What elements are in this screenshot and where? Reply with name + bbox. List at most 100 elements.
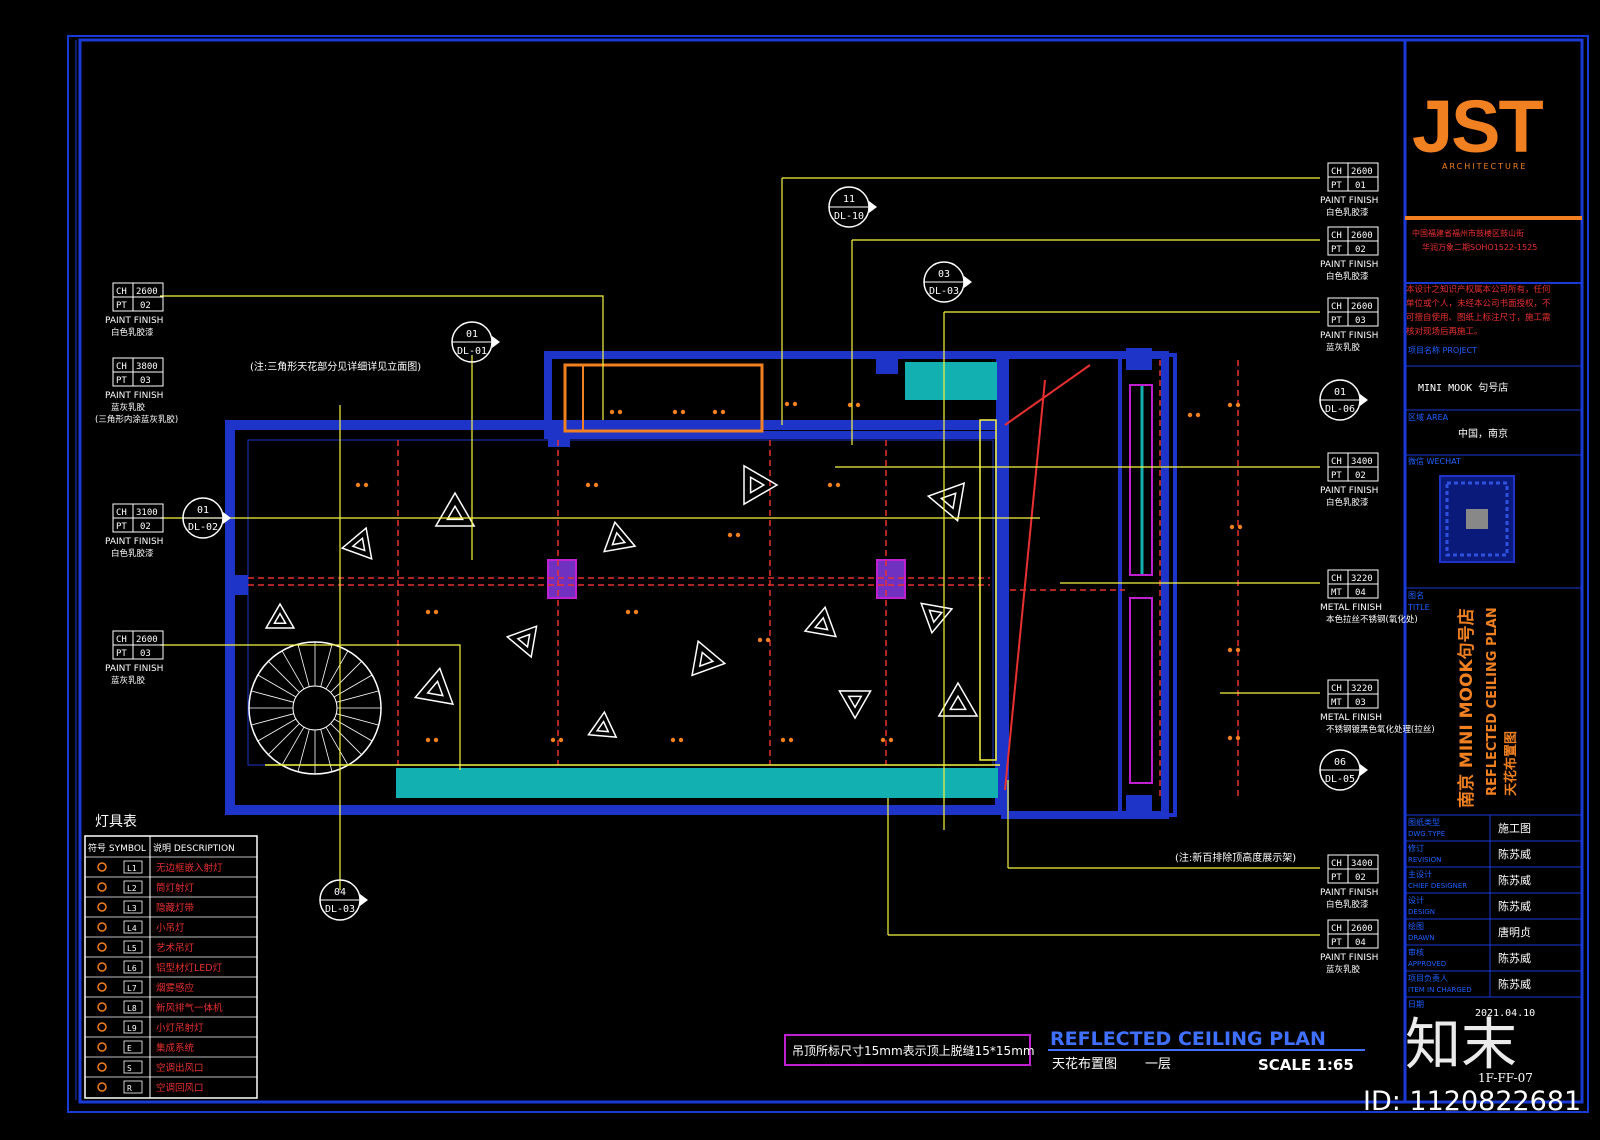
tag-num: 03 — [1355, 698, 1366, 708]
tag-num: 02 — [140, 522, 151, 532]
tag-ch-label: CH — [1331, 167, 1342, 177]
tag-code: PT — [116, 301, 127, 311]
tb-row-label-en: DWG.TYPE — [1408, 830, 1445, 838]
legend-desc: 隐藏灯带 — [156, 902, 195, 914]
tag-ch-value: 2600 — [136, 287, 158, 297]
legend-desc: 空调出风口 — [156, 1062, 204, 1074]
tag-desc: 蓝灰乳胶 — [1326, 964, 1361, 975]
title-value-cn: 南京 MINI MOOK句号店 — [1456, 608, 1477, 808]
triangle-ceiling-features — [264, 464, 979, 739]
tag-finish: PAINT FINISH — [105, 316, 163, 326]
tag-num: 04 — [1355, 588, 1366, 598]
note-box — [784, 1034, 1031, 1066]
legend-desc: 烟雾感应 — [156, 982, 195, 994]
tb-row-value: 陈苏威 — [1498, 873, 1531, 887]
tag-code: PT — [116, 522, 127, 532]
company-logo: JST — [1412, 85, 1544, 168]
legend-row-0: L1 无边框嵌入射灯 — [97, 860, 223, 874]
sheet-border-inner — [78, 38, 1584, 1104]
tag-finish: METAL FINISH — [1320, 603, 1382, 613]
tag-desc: 白色乳胶漆 — [1326, 497, 1369, 508]
tag-desc: 不锈钢镀黑色氧化处理(拉丝) — [1326, 724, 1435, 735]
tag-finish: PAINT FINISH — [1320, 888, 1378, 898]
tag-finish: PAINT FINISH — [105, 664, 163, 674]
tb-row-value: 施工图 — [1498, 822, 1531, 835]
tag-num: 03 — [1355, 316, 1366, 326]
legend-desc: 空调回风口 — [156, 1082, 204, 1094]
tb-row-label: 设计 — [1408, 895, 1424, 905]
legend-code: L5 — [127, 944, 137, 953]
tag-finish: PAINT FINISH — [1320, 331, 1378, 341]
area-label: 区域 AREA — [1408, 412, 1449, 422]
tag-ch-label: CH — [116, 287, 127, 297]
legend-desc: 无边框嵌入射灯 — [156, 862, 223, 874]
tag-ch-value: 3220 — [1351, 684, 1373, 694]
tb-row-label: 项目负责人 — [1408, 973, 1448, 983]
tag-finish: PAINT FINISH — [1320, 953, 1378, 963]
area-value: 中国，南京 — [1458, 427, 1508, 440]
tag-ch-value: 3400 — [1351, 859, 1373, 869]
tag-ch-value: 2600 — [1351, 231, 1373, 241]
tb-row-value: 陈苏威 — [1498, 951, 1531, 965]
tag-code: MT — [1331, 588, 1342, 598]
tag-desc: 白色乳胶漆 — [1326, 207, 1369, 218]
legend-code: L7 — [127, 984, 137, 993]
title-label: 图名 — [1408, 590, 1424, 600]
address-2: 华润万象二期SOHO1522-1525 — [1422, 242, 1537, 252]
tag-ch-value: 2600 — [1351, 167, 1373, 177]
tag-ch-label: CH — [116, 362, 127, 372]
tb-row-value: 唐明贞 — [1498, 925, 1531, 939]
tag-num: 02 — [1355, 245, 1366, 255]
tag-code: PT — [1331, 471, 1342, 481]
tag-ch-label: CH — [1331, 574, 1342, 584]
marker-num: 04 — [334, 887, 346, 898]
tag-num: 01 — [1355, 181, 1366, 191]
tag-ch-label: CH — [1331, 457, 1342, 467]
copyright-notice: 本设计之知识产权属本公司所有，任何单位或个人，未经本公司书面授权，不可擅自使用、… — [1406, 285, 1551, 337]
legend-code: L9 — [127, 1024, 137, 1033]
legend-code: L3 — [127, 904, 137, 913]
legend-code: L4 — [127, 924, 137, 933]
tag-finish: PAINT FINISH — [105, 391, 163, 401]
legend-row-2: L3 隐藏灯带 — [97, 900, 195, 914]
tag-desc: 蓝灰乳胶 — [111, 675, 146, 686]
marker-ref: DL-03 — [929, 286, 959, 297]
tag-ch-label: CH — [1331, 231, 1342, 241]
legend-code: L1 — [127, 864, 137, 873]
legend-code: E — [127, 1044, 132, 1053]
marker-ref: DL-05 — [1325, 774, 1355, 785]
tag-desc: 蓝灰乳胶 — [1326, 342, 1361, 353]
tag-code: PT — [116, 649, 127, 659]
tb-row-label-en: DESIGN — [1408, 908, 1435, 916]
marker-num: 03 — [938, 269, 950, 280]
tb-row-label-en: ITEM IN CHARGED — [1408, 986, 1472, 994]
address-1: 中国福建省福州市鼓楼区鼓山街 — [1412, 228, 1524, 238]
tag-finish: PAINT FINISH — [1320, 196, 1378, 206]
legend-head-desc: 说明 DESCRIPTION — [153, 842, 235, 854]
legend-code: L6 — [127, 964, 137, 973]
tag-num: 02 — [1355, 471, 1366, 481]
tb-row-label: 主设计 — [1408, 869, 1432, 879]
legend-desc: 筒灯射灯 — [156, 882, 195, 894]
legend-code: L8 — [127, 1004, 137, 1013]
tag-code: MT — [1331, 698, 1342, 708]
tag-ch-value: 2600 — [1351, 924, 1373, 934]
